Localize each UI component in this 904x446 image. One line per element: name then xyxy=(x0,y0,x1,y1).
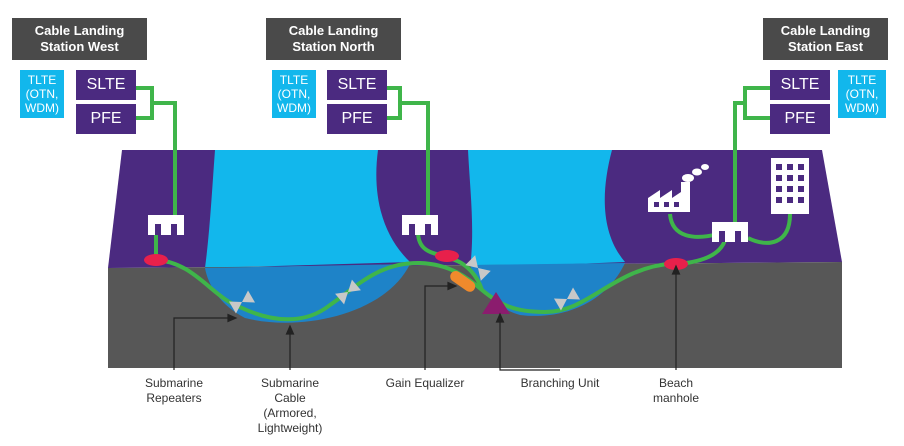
pfe-north: PFE xyxy=(327,104,387,134)
fiber-east xyxy=(733,86,770,222)
slte-east: SLTE xyxy=(770,70,830,100)
station-east-line1: Cable Landing xyxy=(780,23,871,38)
pfe-east: PFE xyxy=(770,104,830,134)
station-east-line2: Station East xyxy=(787,39,864,54)
station-east-title: Cable Landing Station East xyxy=(763,18,888,60)
east-branch-factory xyxy=(668,213,719,239)
beach-manhole-east xyxy=(664,258,688,270)
leader-gain xyxy=(424,285,452,370)
bmh-icon-east xyxy=(712,222,748,242)
repeater-3 xyxy=(465,255,491,281)
water-north xyxy=(468,150,625,268)
tlte-west: TLTE (OTN, WDM) xyxy=(20,70,64,118)
station-north-line2: Station North xyxy=(292,39,375,54)
slte-north: SLTE xyxy=(327,70,387,100)
label-beach-manhole: Beach manhole xyxy=(652,376,700,405)
repeater-2 xyxy=(335,279,361,305)
branching-unit xyxy=(482,292,510,314)
factory-icon xyxy=(648,164,709,212)
bmh-icon-west xyxy=(148,215,184,235)
leader-repeaters xyxy=(173,317,232,370)
station-west-line2: Station West xyxy=(40,39,119,54)
leader-branching xyxy=(499,318,560,371)
pfe-west: PFE xyxy=(76,104,136,134)
station-north-title: Cable Landing Station North xyxy=(266,18,401,60)
submarine-cable xyxy=(155,258,676,322)
station-west-title: Cable Landing Station West xyxy=(12,18,147,60)
tlte-north: TLTE (OTN, WDM) xyxy=(272,70,316,118)
water-west xyxy=(205,150,410,268)
fiber-north xyxy=(387,86,430,222)
label-gain-equalizer: Gain Equalizer xyxy=(385,376,465,390)
label-submarine-repeaters: Submarine Repeaters xyxy=(144,376,204,405)
slte-west: SLTE xyxy=(76,70,136,100)
label-branching-unit: Branching Unit xyxy=(520,376,600,390)
beach-manhole-north xyxy=(435,250,459,262)
beach-manhole-west xyxy=(144,254,168,266)
deep-water-north xyxy=(470,263,625,316)
fiber-west xyxy=(136,86,177,222)
label-submarine-cable: Submarine Cable (Armored, Lightweight) xyxy=(257,376,323,435)
repeater-4 xyxy=(553,287,581,311)
east-branch-building xyxy=(747,213,792,245)
tlte-east: TLTE (OTN, WDM) xyxy=(838,70,886,118)
station-west-line1: Cable Landing xyxy=(34,23,125,38)
deep-water-west xyxy=(205,264,410,323)
office-building-icon xyxy=(771,158,809,214)
repeater-1 xyxy=(228,290,256,314)
bmh-icon-north xyxy=(402,215,438,235)
station-north-line1: Cable Landing xyxy=(288,23,379,38)
gain-equalizer xyxy=(450,271,476,292)
